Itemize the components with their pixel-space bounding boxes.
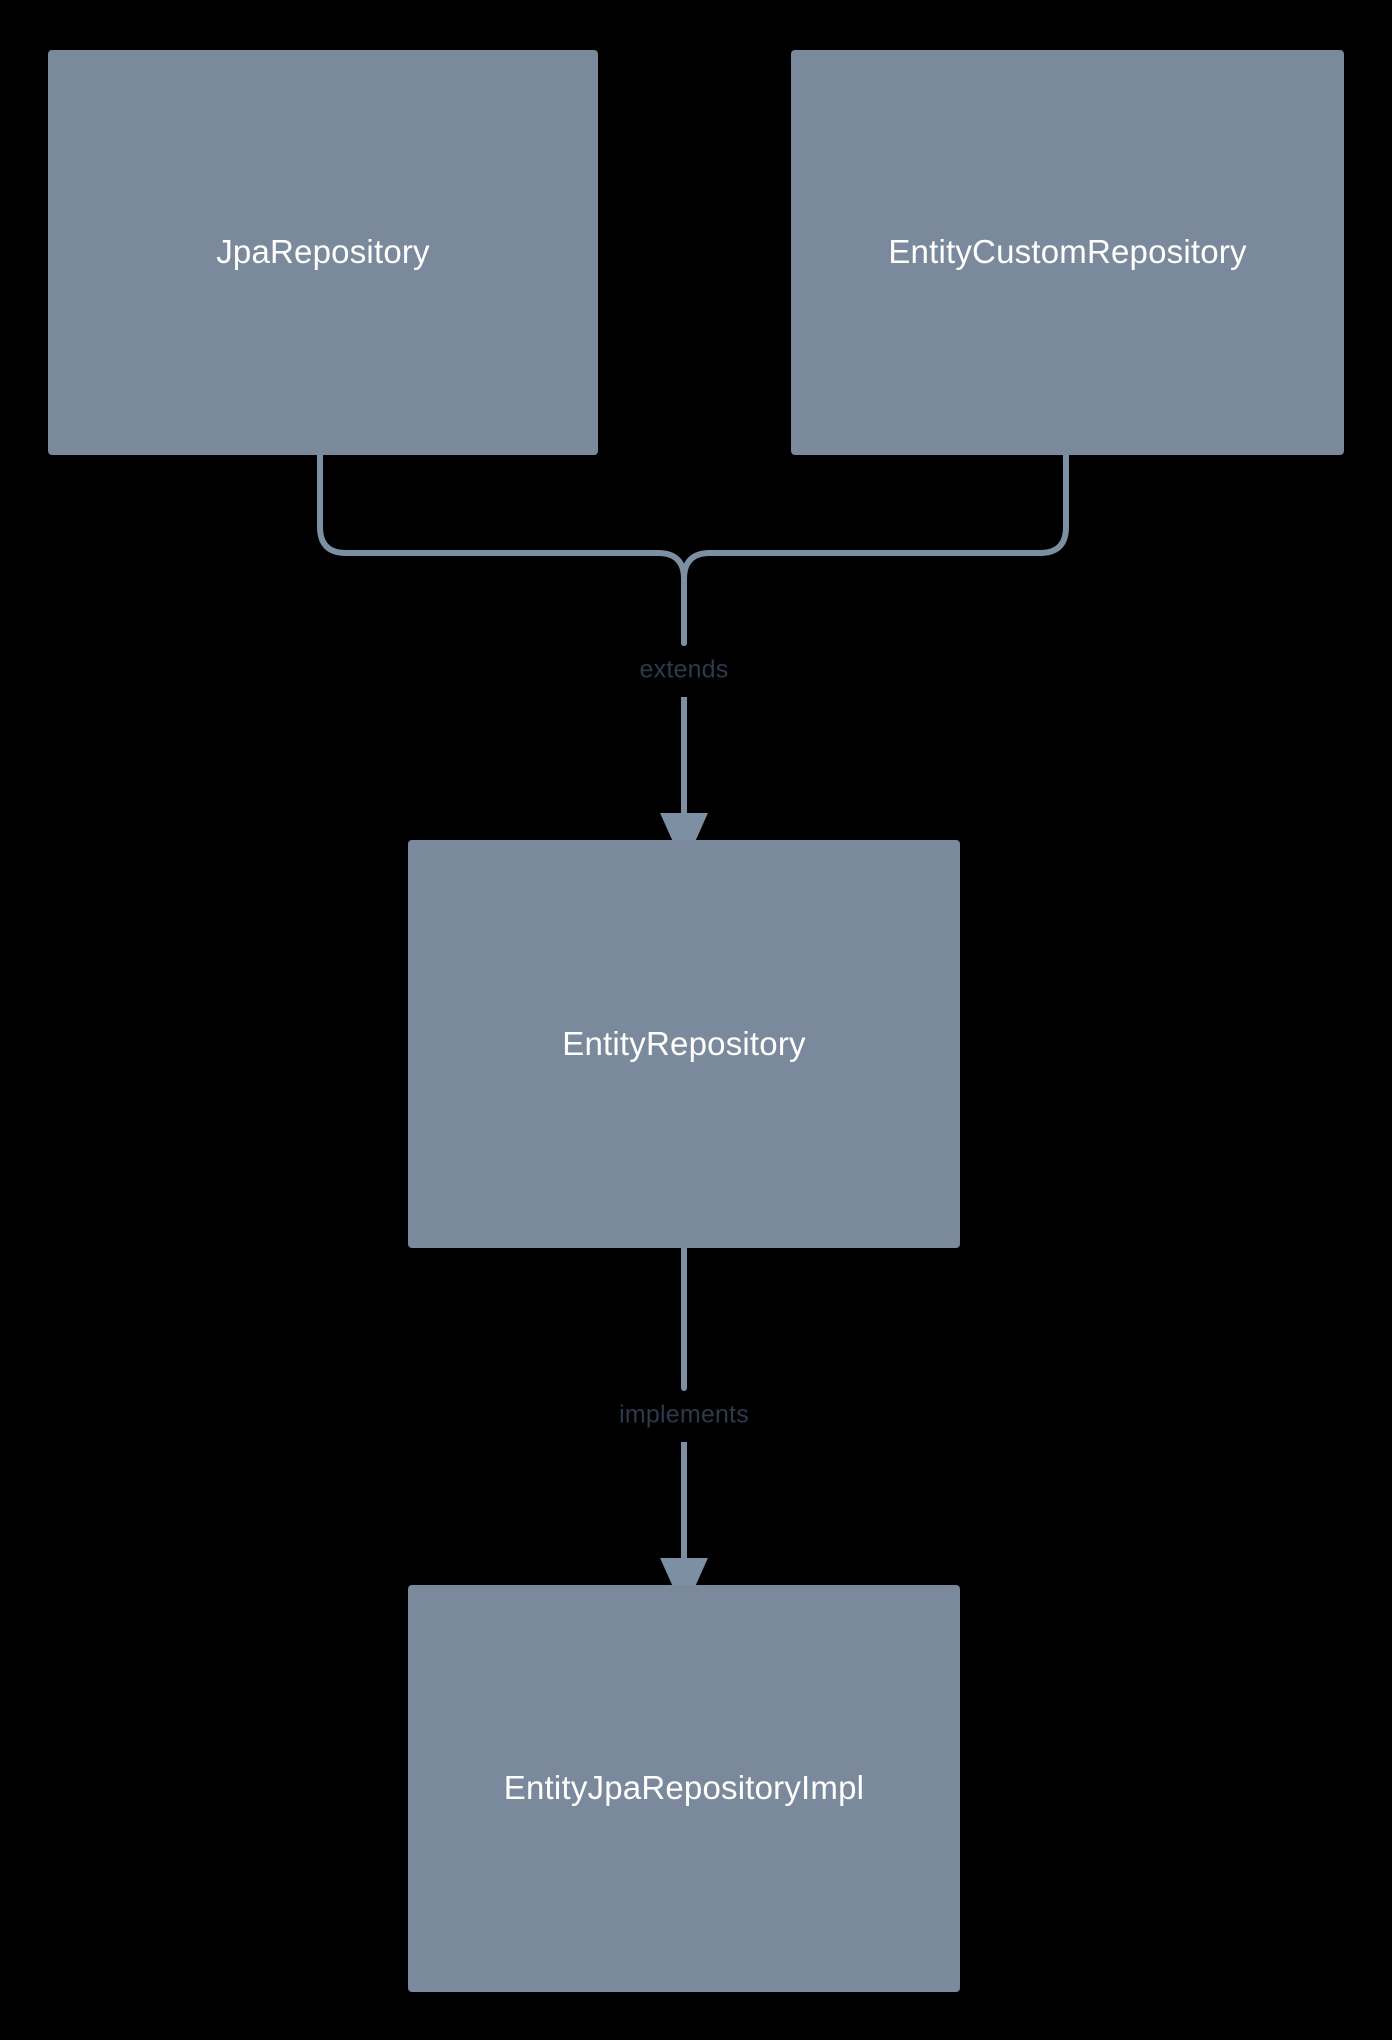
edge-label-extends: extends <box>629 651 739 689</box>
node-label-entity-custom-repository: EntityCustomRepository <box>888 233 1247 271</box>
node-label-entity-jpa-repository-impl: EntityJpaRepositoryImpl <box>503 1769 865 1807</box>
edge-extends-from-jpa-repository <box>317 452 687 646</box>
edge-extends-from-entity-custom-repo <box>681 452 1069 646</box>
edge-extends-group <box>317 452 1069 867</box>
node-label-entity-repository: EntityRepository <box>562 1024 806 1062</box>
node-entity-jpa-repository-impl[interactable]: EntityJpaRepositoryImpl <box>408 1585 960 1992</box>
node-jpa-repository[interactable]: JpaRepository <box>48 50 598 455</box>
node-entity-custom-repository[interactable]: EntityCustomRepository <box>791 50 1344 455</box>
edge-label-implements: implements <box>609 1396 759 1434</box>
node-label-jpa-repository: JpaRepository <box>216 233 430 271</box>
node-entity-repository[interactable]: EntityRepository <box>408 840 960 1248</box>
